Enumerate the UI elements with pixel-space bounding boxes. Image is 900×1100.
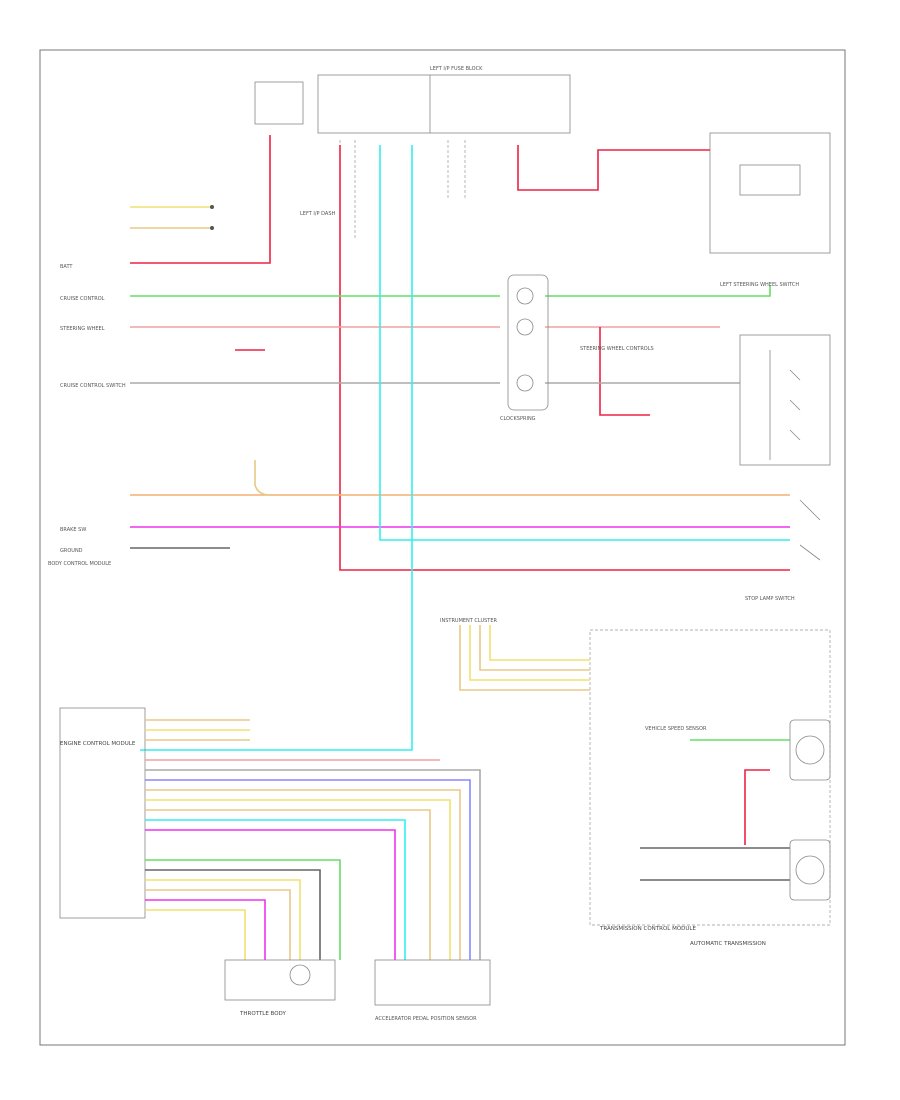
cruise-module-right	[709, 132, 831, 254]
ecm-box	[59, 707, 146, 919]
wire-cyan-2	[140, 145, 413, 751]
label-ecm: ENGINE CONTROL MODULE	[60, 741, 136, 747]
label-clockspring: CLOCKSPRING	[500, 416, 536, 422]
ecm-wires	[145, 719, 481, 960]
label-cruise: CRUISE CONTROL	[60, 296, 105, 302]
label-bcm: BODY CONTROL MODULE	[48, 561, 111, 567]
wire-red-main-vertical	[339, 145, 790, 571]
accelerator-pedal-sensor	[374, 959, 491, 1006]
fuse-block-center	[317, 74, 571, 134]
cruise-module-inner	[739, 164, 801, 196]
brake-switch	[799, 499, 821, 561]
cruise-switch-block	[739, 334, 831, 466]
wire-steering-red-branch	[599, 327, 650, 416]
label-stop-lamp: STOP LAMP SWITCH	[745, 596, 795, 602]
wire-cruise-green	[130, 285, 771, 297]
label-throttle: THROTTLE BODY	[239, 1011, 286, 1017]
label-auto-trans: AUTOMATIC TRANSMISSION	[690, 941, 766, 947]
label-steering-controls: STEERING WHEEL CONTROLS	[580, 346, 654, 352]
label-app: ACCELERATOR PEDAL POSITION SENSOR	[375, 1016, 477, 1022]
label-vss: VEHICLE SPEED SENSOR	[645, 726, 707, 732]
label-brake-sw: BRAKE SW	[60, 527, 86, 533]
wire-red-top-right	[517, 145, 710, 191]
label-cruise-switch: CRUISE CONTROL SWITCH	[60, 383, 126, 389]
label-cluster: INSTRUMENT CLUSTER	[440, 618, 498, 624]
label-lh-steering: LEFT STEERING WHEEL SWITCH	[720, 282, 799, 288]
label-ground: GROUND	[60, 548, 83, 554]
wire-cyan-loop	[379, 145, 790, 541]
speed-sensors	[789, 719, 831, 901]
label-fuse-block: LEFT I/P FUSE BLOCK	[430, 66, 483, 72]
wire-orange-branch	[254, 460, 271, 496]
label-steering: STEERING WHEEL	[60, 326, 105, 332]
wire-batt-red	[130, 135, 271, 264]
tcm-wires	[459, 625, 790, 881]
label-batt: BATT	[60, 264, 73, 270]
diagram-border	[39, 49, 846, 1046]
fuse-block-left	[254, 81, 304, 125]
label-tcm: TRANSMISSION CONTROL MODULE	[599, 926, 696, 932]
clockspring	[507, 274, 549, 411]
top-connector-pins	[339, 140, 466, 240]
throttle-body	[224, 959, 336, 1001]
label-left-ip: LEFT I/P DASH	[300, 211, 335, 217]
